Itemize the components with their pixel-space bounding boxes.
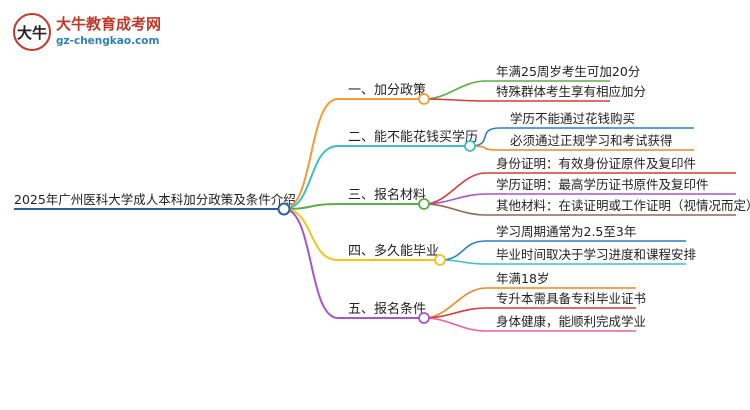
logo-mark-text: 大牛	[17, 24, 47, 42]
root-node	[277, 202, 291, 216]
leaf-label: 身份证明：有效身份证原件及复印件	[496, 156, 696, 171]
branch-connector	[283, 208, 440, 261]
leaf-label: 专升本需具备专科毕业证书	[496, 291, 646, 306]
leaf-connector	[469, 145, 694, 151]
branch-label: 三、报名材料	[348, 187, 426, 203]
branch-connector	[283, 208, 424, 319]
branch-node	[418, 312, 430, 324]
leaf-label: 其他材料：在读证明或工作证明（视情况而定）	[496, 198, 750, 213]
leaf-connector	[423, 193, 736, 205]
leaf-connector	[423, 203, 736, 216]
brand-logo: 大牛 大牛教育成考网 gz-chengkao.com	[12, 10, 162, 54]
leaf-connector	[439, 240, 686, 261]
branch-label: 二、能不能花钱买学历	[348, 129, 478, 145]
leaf-label: 毕业时间取决于学习进度和课程安排	[496, 247, 697, 262]
branch-node	[434, 254, 446, 266]
leaf-connector	[469, 127, 694, 147]
leaf-label: 身体健康，能顺利完成学业	[496, 314, 646, 329]
branch-label: 四、多久能毕业	[348, 243, 439, 259]
leaf-label: 年满25周岁考生可加20分	[496, 64, 640, 79]
leaf-label: 特殊群体考生享有相应加分	[496, 84, 646, 99]
leaf-connector	[439, 259, 686, 265]
branch-node	[418, 198, 430, 210]
branch-connector	[283, 203, 424, 210]
brand-url: gz-chengkao.com	[56, 35, 160, 47]
branch-connector	[283, 145, 470, 210]
branch-connector	[283, 98, 424, 210]
leaf-connector	[423, 317, 636, 332]
branch-node	[464, 140, 476, 152]
brand-title: 大牛教育成考网	[56, 15, 162, 33]
branch-node	[418, 93, 430, 105]
root-label: 2025年广州医科大学成人本科加分政策及条件介绍	[14, 192, 296, 207]
leaf-label: 学历证明：最高学历证书原件及复印件	[496, 177, 709, 192]
logo-mark-icon: 大牛	[13, 13, 51, 51]
leaf-label: 必须通过正规学习和考试获得	[510, 133, 673, 148]
leaf-label: 学历不能通过花钱购买	[510, 111, 635, 126]
leaf-connector	[423, 98, 610, 102]
leaf-label: 年满18岁	[496, 271, 549, 286]
branch-label: 五、报名条件	[348, 301, 426, 317]
leaf-label: 学习周期通常为2.5至3年	[496, 224, 636, 239]
branch-label: 一、加分政策	[348, 82, 426, 98]
leaf-connector	[423, 307, 636, 319]
